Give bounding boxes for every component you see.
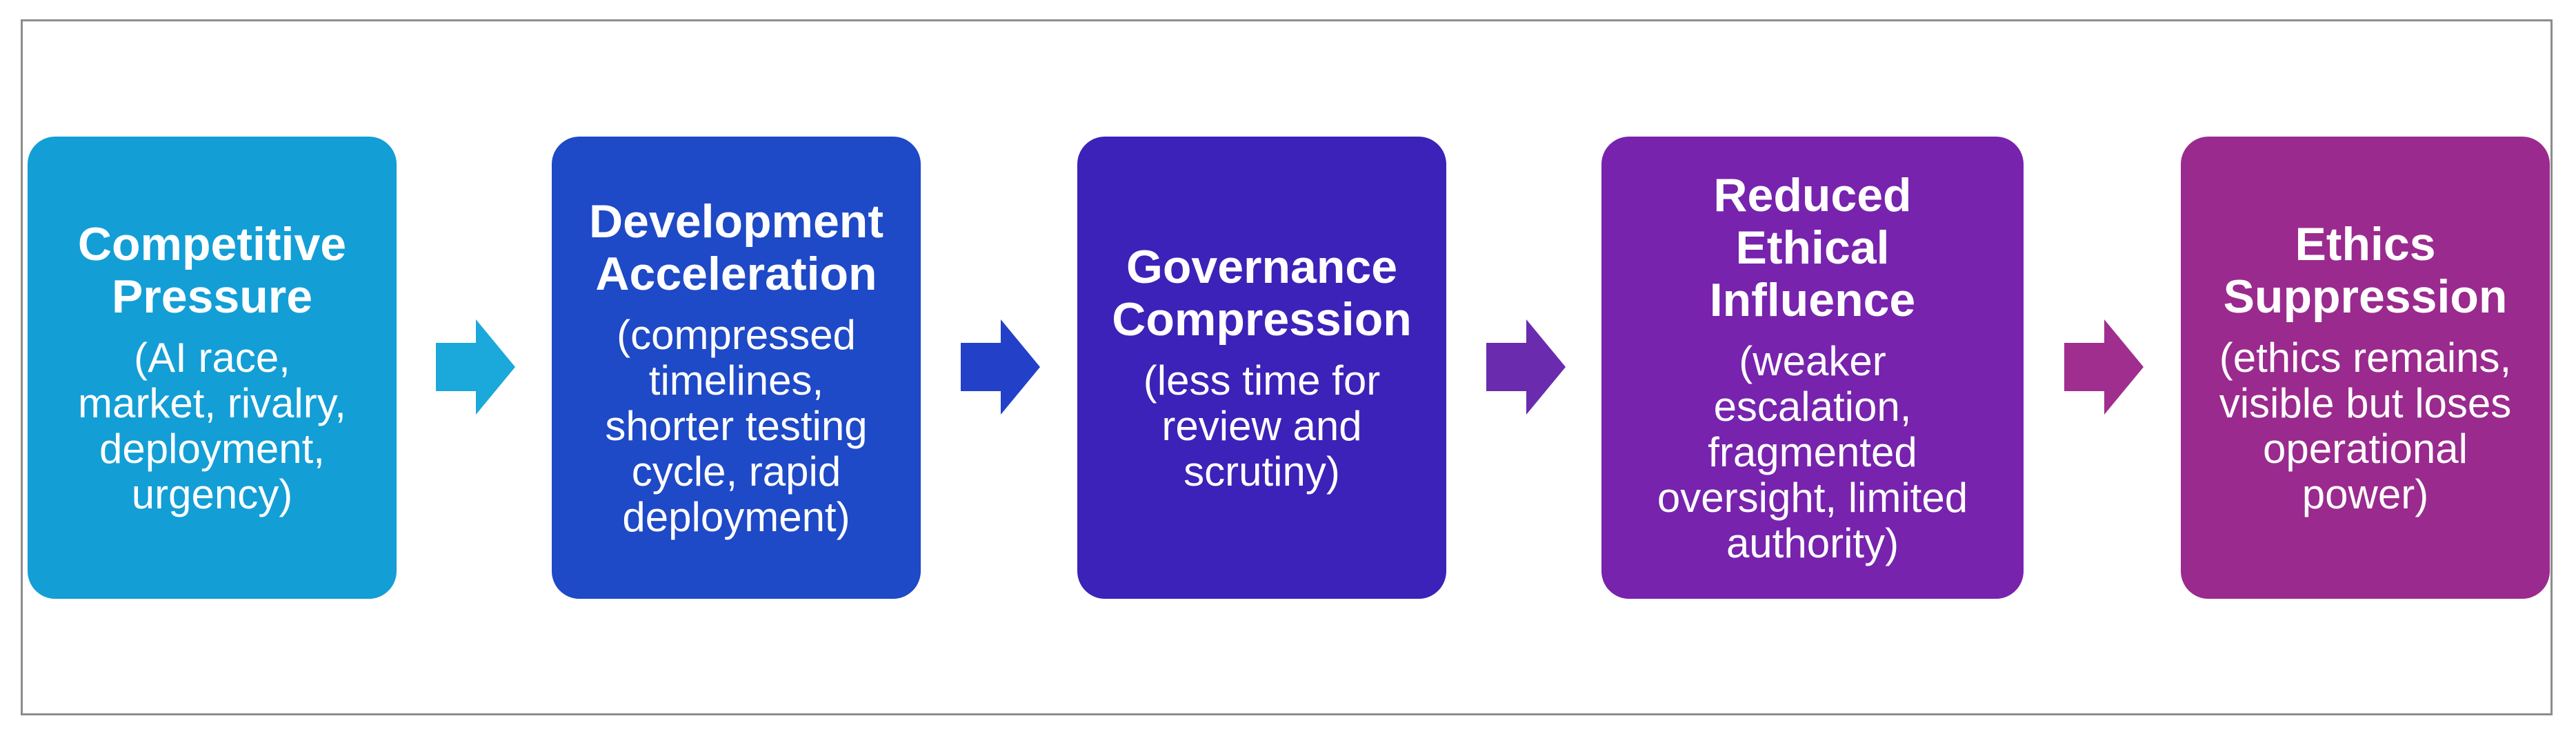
step-title-line: Acceleration [595, 248, 877, 300]
step-governance-compression: Governance Compression (less time for re… [1077, 137, 1446, 599]
step-title-line: Competitive [77, 218, 347, 270]
step-description: (less time for review and scrutiny) [1144, 358, 1380, 495]
step-title-line: Ethics [2295, 218, 2436, 270]
step-desc-line: authority) [1726, 520, 1899, 566]
step-title: Competitive Pressure [78, 218, 346, 323]
step-desc-line: oversight, limited [1657, 475, 1968, 521]
flow-arrow-icon [961, 319, 1040, 415]
arrow-shape [436, 319, 515, 415]
flow-arrow-icon [1486, 319, 1566, 415]
flow-arrow-icon [2064, 319, 2144, 415]
step-desc-line: (AI race, [134, 335, 290, 381]
step-desc-line: (compressed [617, 312, 856, 358]
step-description: (weaker escalation, fragmented oversight… [1657, 339, 1968, 566]
step-desc-line: review and [1161, 403, 1362, 449]
step-description: (ethics remains, visible but loses opera… [2219, 335, 2512, 517]
step-title-line: Ethical [1735, 221, 1890, 274]
step-desc-line: escalation, [1713, 384, 1912, 430]
step-description: (AI race, market, rivalry, deployment, u… [78, 335, 346, 517]
step-title-line: Influence [1709, 274, 1916, 326]
step-title: Reduced Ethical Influence [1710, 169, 1916, 326]
step-desc-line: scrutiny) [1184, 448, 1340, 495]
step-desc-line: power) [2302, 471, 2429, 517]
step-desc-line: visible but loses [2219, 380, 2512, 426]
step-title: Ethics Suppression [2224, 218, 2508, 323]
arrow-shape [2064, 319, 2144, 415]
step-title-line: Pressure [111, 270, 313, 323]
arrow-shape [1486, 319, 1566, 415]
arrow-shape [961, 319, 1040, 415]
step-ethics-suppression: Ethics Suppression (ethics remains, visi… [2181, 137, 2550, 599]
step-desc-line: operational [2263, 426, 2468, 472]
step-desc-line: shorter testing [605, 403, 868, 449]
step-desc-line: deployment) [622, 494, 850, 540]
step-desc-line: (weaker [1739, 338, 1886, 384]
step-title-line: Suppression [2223, 270, 2508, 323]
step-desc-line: fragmented [1708, 429, 1917, 475]
step-description: (compressed timelines, shorter testing c… [605, 313, 867, 540]
step-title: Development Acceleration [589, 195, 883, 300]
step-desc-line: market, rivalry, [78, 380, 346, 426]
step-title-line: Compression [1112, 293, 1412, 346]
step-title-line: Reduced [1713, 169, 1912, 221]
step-desc-line: (ethics remains, [2219, 335, 2512, 381]
step-desc-line: (less time for [1143, 357, 1381, 404]
step-development-acceleration: Development Acceleration (compressed tim… [552, 137, 921, 599]
step-desc-line: deployment, [99, 426, 325, 472]
step-reduced-ethical-influence: Reduced Ethical Influence (weaker escala… [1601, 137, 2024, 599]
step-title-line: Governance [1126, 241, 1398, 293]
step-title: Governance Compression [1112, 241, 1412, 346]
step-desc-line: urgency) [131, 471, 293, 517]
step-title-line: Development [589, 195, 883, 248]
step-desc-line: cycle, rapid [631, 448, 841, 495]
step-desc-line: timelines, [648, 357, 824, 404]
step-competitive-pressure: Competitive Pressure (AI race, market, r… [28, 137, 397, 599]
flow-arrow-icon [436, 319, 515, 415]
